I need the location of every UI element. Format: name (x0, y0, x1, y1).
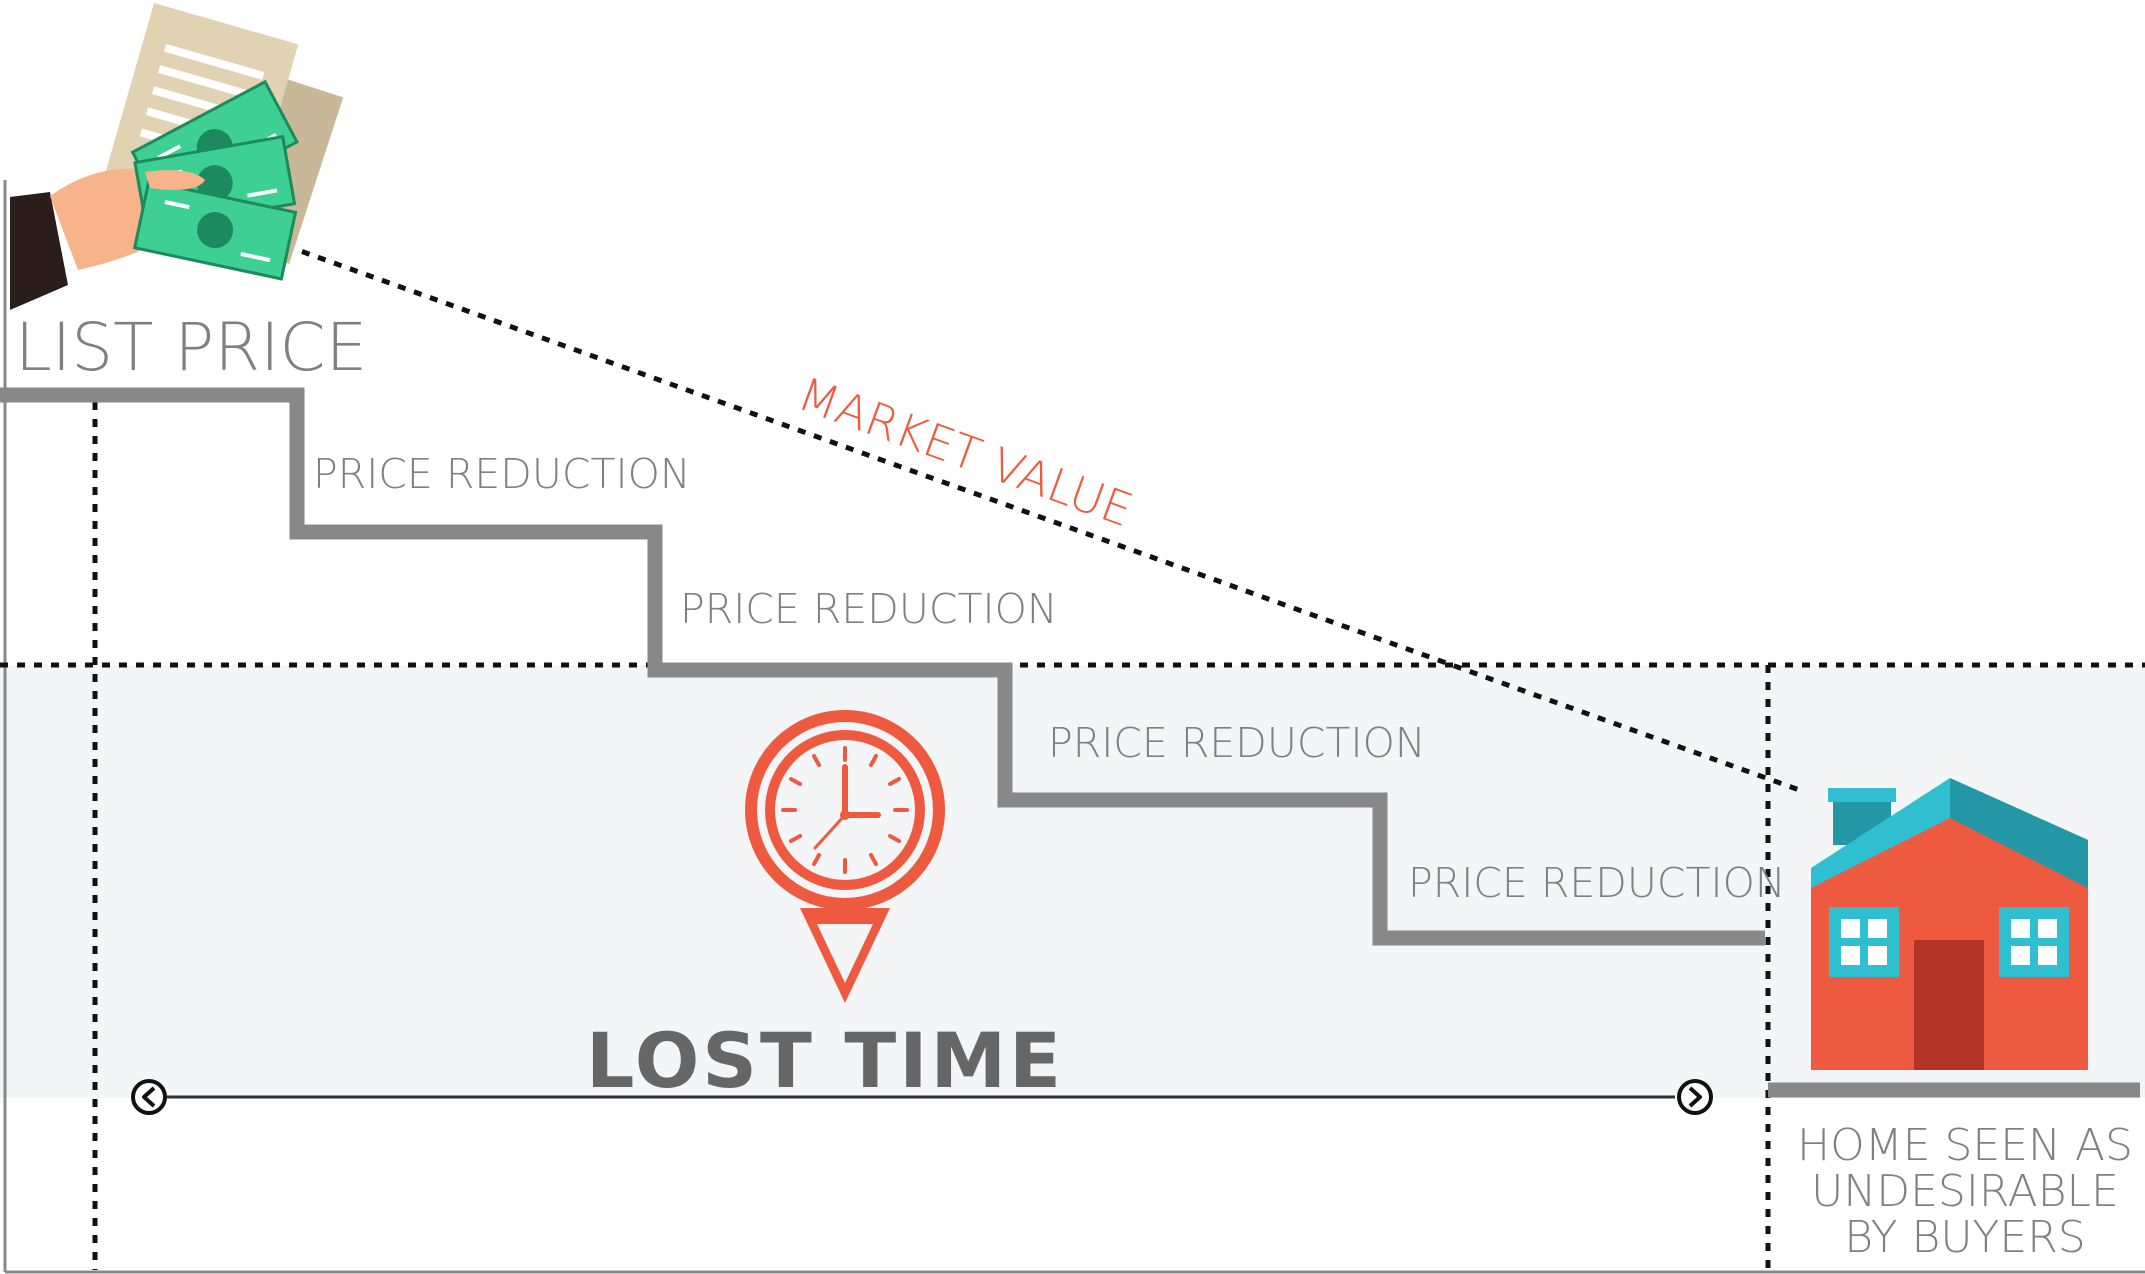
home-caption-line-3: BY BUYERS (1844, 1212, 2085, 1263)
price-reduction-label-2: PRICE REDUCTION (680, 585, 1058, 633)
house-window-left (1829, 907, 1899, 977)
house-icon (1811, 778, 2088, 1070)
market-value-label: MARKET VALUE (791, 367, 1139, 538)
lost-time-band (0, 665, 2145, 1098)
price-reduction-label-1: PRICE REDUCTION (313, 450, 691, 498)
price-staircase-line (0, 387, 1765, 946)
list-price-label: LIST PRICE (15, 309, 367, 386)
arrow-right-icon (1677, 1079, 1713, 1115)
price-reduction-label-3: PRICE REDUCTION (1048, 719, 1426, 767)
money-hand-icon (10, 3, 344, 310)
house-door (1914, 940, 1984, 1070)
price-reduction-label-4: PRICE REDUCTION (1408, 859, 1786, 907)
house-window-right (1999, 907, 2069, 977)
arrow-left-icon (131, 1079, 167, 1115)
home-caption-line-1: HOME SEEN AS (1797, 1120, 2133, 1171)
clock-pin-icon (745, 710, 945, 1003)
time-span-arrow (131, 1079, 1713, 1115)
lost-time-label: LOST TIME (586, 1016, 1064, 1105)
home-caption-line-2: UNDESIRABLE (1811, 1166, 2119, 1217)
